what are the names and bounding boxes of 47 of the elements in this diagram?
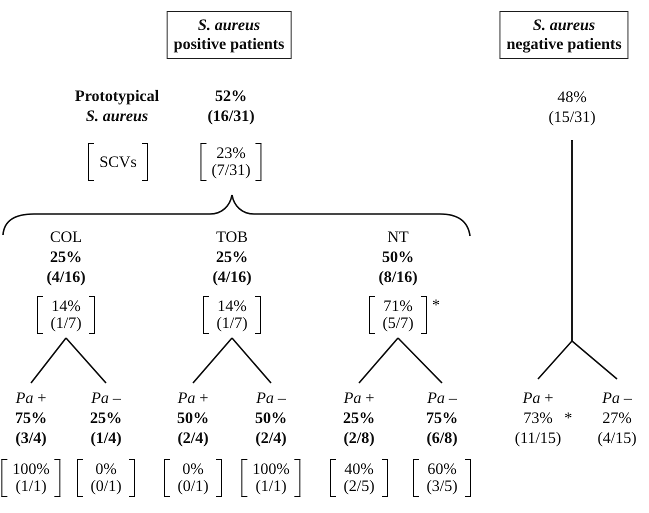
percentage-value: 52% (16/31) [207,87,255,127]
group-label: NT [387,228,409,248]
bracketed-value: 100% (1/1) [1,459,61,497]
bracketed-value: 100% (1/1) [241,459,301,497]
group-label: Pa + [344,389,374,409]
group-label: Pa – [91,389,121,409]
branch-line [358,337,399,384]
significance-mark: * [564,411,572,427]
branch-line [30,338,67,384]
bracketed-value: 14% (1/7) [37,296,95,334]
group-label: Pa – [256,389,286,409]
group-label: COL [50,228,82,248]
significance-mark: * [432,298,440,314]
group-label: Pa – [602,389,632,409]
percentage-value: 25% (4/16) [46,248,86,288]
group-label: Pa – [427,389,457,409]
percentage-value: 48% (15/31) [548,88,596,128]
group-label: Pa + [178,389,208,409]
percentage-value: 25% (2/8) [343,409,375,449]
branch-line [397,337,443,384]
percentage-value: 73% (11/15) [514,409,562,449]
branch-line [192,337,233,384]
bracketed-value: 0% (0/1) [164,459,222,497]
bracketed-label: SCVs [88,143,148,181]
percentage-value: 50% (8/16) [378,248,418,288]
bracketed-value: 60% (3/5) [413,459,471,497]
bracketed-value: 71% (5/7) [369,296,427,334]
percentage-value: 25% (4/16) [212,248,252,288]
percentage-value: 50% (2/4) [255,409,287,449]
bracketed-value: 0% (0/1) [77,459,135,497]
bracketed-value: 14% (1/7) [203,296,261,334]
row-label: Prototypical S. aureus [74,87,160,127]
group-label: Pa + [522,389,554,409]
percentage-value: 27% (4/15) [597,409,637,449]
bracketed-value: 23% (7/31) [200,143,262,181]
group-header-box: S. aureus positive patients [166,11,292,59]
branch-line [65,337,107,384]
percentage-value: 75% (3/4) [15,409,47,449]
percentage-value: 75% (6/8) [426,409,458,449]
group-label: TOB [216,228,248,248]
percentage-value: 25% (1/4) [90,409,122,449]
group-label: Pa + [16,389,46,409]
branch-line [231,337,272,384]
bracketed-value: 40% (2/5) [330,459,388,497]
branch-line [571,140,618,380]
group-header-box: S. aureus negative patients [499,11,629,59]
percentage-value: 50% (2/4) [177,409,209,449]
